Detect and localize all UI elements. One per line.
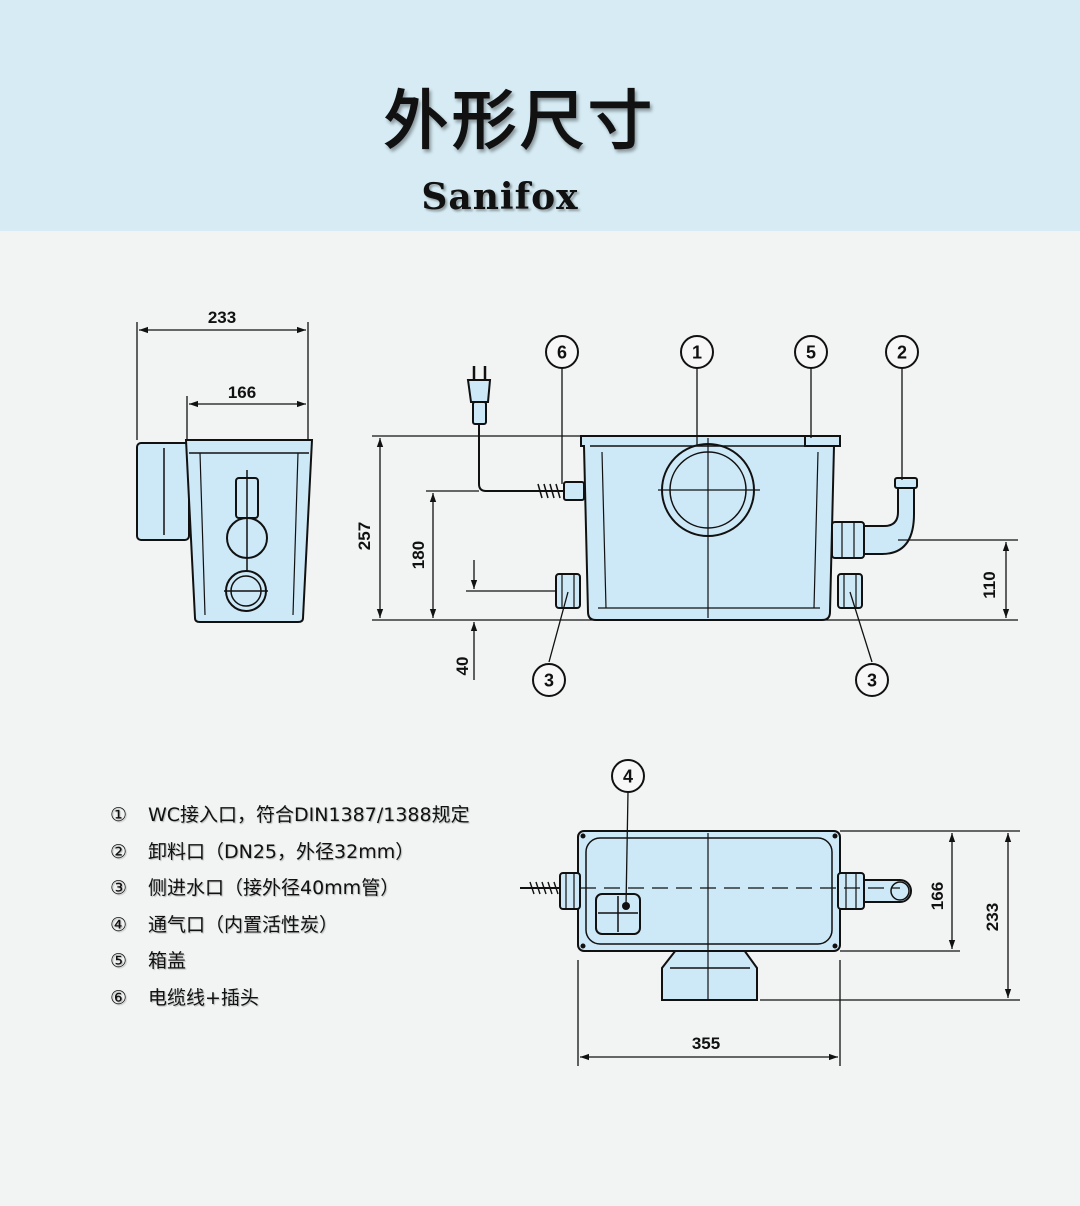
side-tank-body — [184, 439, 314, 623]
dim-top-depth: 166 — [928, 882, 947, 910]
front-lid-edge — [804, 435, 841, 447]
top-view — [559, 830, 912, 1001]
power-cable-plug — [466, 366, 564, 499]
front-callouts — [532, 335, 919, 697]
top-view-dimensions — [577, 830, 1020, 1066]
callout-lid: 5 — [806, 343, 816, 363]
front-right-side-inlet — [837, 573, 863, 609]
dim-side-tank-width: 166 — [228, 383, 256, 402]
side-view — [136, 439, 314, 623]
header-banner — [0, 0, 1080, 231]
legend-text: 电缆线+插头 — [148, 986, 259, 1009]
legend-text: 通气口（内置活性炭） — [148, 913, 339, 936]
top-cable-gland — [559, 872, 581, 910]
dim-front-height: 257 — [355, 522, 374, 550]
legend-num: ① — [110, 804, 128, 826]
legend-item: ② 卸料口（DN25，外径32mm） — [110, 837, 470, 874]
front-left-side-inlet — [555, 573, 581, 609]
legend-text: 侧进水口（接外径40mm管） — [148, 877, 400, 899]
dim-front-cable-height: 180 — [409, 541, 428, 569]
legend-item: ④ 通气口（内置活性炭） — [110, 910, 470, 947]
dim-top-total-depth: 233 — [983, 903, 1002, 931]
front-wc-inlet — [661, 443, 755, 537]
callout-vent-circle — [611, 759, 645, 793]
legend-num: ⑤ — [110, 950, 128, 972]
legend-text: 卸料口（DN25，外径32mm） — [148, 840, 415, 863]
legend-num: ③ — [110, 877, 128, 899]
top-discharge-outlet — [837, 872, 865, 910]
legend-item: ① WC接入口，符合DIN1387/1388规定 — [110, 800, 470, 837]
side-view-dimensions — [136, 322, 309, 440]
callout-side-inlet-right: 3 — [867, 671, 877, 691]
top-view-lines — [520, 791, 900, 1000]
dim-top-width: 355 — [692, 1034, 720, 1053]
front-cable-gland — [563, 481, 585, 501]
callout-vent: 4 — [623, 767, 633, 787]
front-view — [555, 435, 918, 621]
front-callout-leaders — [548, 368, 903, 663]
front-discharge-outlet — [831, 521, 865, 559]
callout-side-inlet-left: 3 — [544, 671, 554, 691]
legend-num: ② — [110, 840, 128, 863]
front-view-dimensions — [372, 435, 1018, 680]
legend-item: ⑤ 箱盖 — [110, 946, 470, 983]
side-inlet-collar — [136, 442, 190, 541]
top-inlet-collar — [661, 949, 758, 1001]
legend-text: 箱盖 — [148, 950, 187, 972]
legend-num: ④ — [110, 913, 128, 936]
dim-side-total-width: 233 — [208, 308, 236, 327]
callout-vent-dot — [622, 902, 630, 910]
legend-item: ③ 侧进水口（接外径40mm管） — [110, 873, 470, 910]
front-discharge-elbow — [863, 485, 915, 555]
legend: ① WC接入口，符合DIN1387/1388规定 ② 卸料口（DN25，外径32mm… — [110, 800, 470, 1019]
dim-front-inlet-height: 40 — [453, 657, 472, 676]
legend-text: WC接入口，符合DIN1387/1388规定 — [148, 804, 470, 826]
callout-wc-inlet: 1 — [692, 343, 702, 363]
page-title: 外形尺寸 — [384, 85, 656, 159]
dim-front-discharge-height: 110 — [980, 571, 999, 598]
brand-name: Sanifox — [421, 176, 579, 218]
callout-discharge: 2 — [897, 343, 907, 363]
callout-cable-plug: 6 — [557, 343, 567, 363]
legend-num: ⑥ — [110, 986, 128, 1009]
legend-item: ⑥ 电缆线+插头 — [110, 983, 470, 1020]
